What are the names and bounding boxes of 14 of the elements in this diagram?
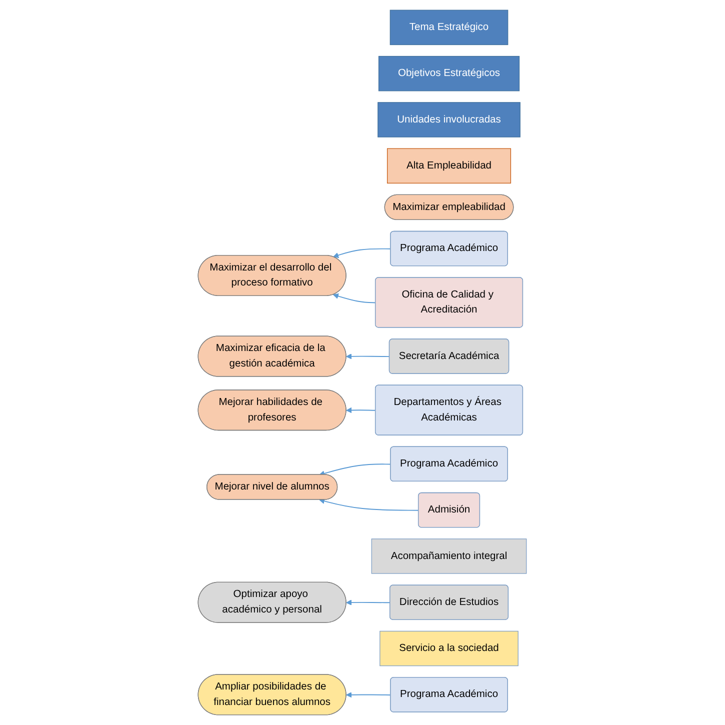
arrow: [346, 407, 376, 414]
arrow: [319, 464, 392, 476]
arrow: [319, 498, 420, 511]
node-box: Acompañamiento integral: [372, 538, 527, 574]
arrow: [346, 600, 391, 606]
node-box: Objetivos Estratégicos: [378, 56, 520, 92]
node-box: Tema Estratégico: [390, 10, 508, 46]
arrow: [333, 248, 392, 258]
arrow: [346, 354, 390, 360]
node-box: Alta Empleabilidad: [387, 148, 512, 184]
node-box: Unidades involucradas: [378, 102, 521, 138]
arrow: [333, 293, 376, 304]
arrow: [346, 692, 392, 698]
node-box: Servicio a la sociedad: [380, 630, 519, 666]
